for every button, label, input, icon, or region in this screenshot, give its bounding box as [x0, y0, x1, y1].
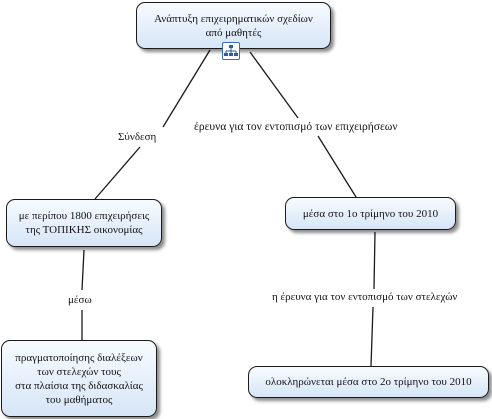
link-left-bottom [81, 249, 85, 291]
link-root-right-lower [317, 135, 357, 198]
link-root-left [162, 49, 211, 128]
node-businesses[interactable]: με περίπου 1800 επιχειρήσεις της ΤΟΠΙΚΗΣ… [6, 199, 162, 247]
node-first-quarter-line-1: μέσα στο 1ο τρίμηνο του 2010 [302, 207, 439, 220]
link-label-through: μέσω [66, 293, 94, 307]
node-lectures-line-2: των στελεχών τους [37, 365, 121, 378]
link-root-left-lower [94, 146, 141, 200]
link-label-executives-research: η έρευνα για τον εντοπισμό των στελεχών [270, 290, 460, 304]
link-label-business-research: έρευνα για τον εντοπισμό των επιχειρήσεω… [192, 120, 400, 134]
node-second-quarter-line-1: ολοκληρώνεται μέσα στο 2ο τρίμηνο του 20… [265, 376, 472, 388]
link-right-bottom-lower [370, 306, 374, 367]
link-right-bottom [373, 231, 376, 290]
node-lectures-line-1: πραγματοποίησης διαλέξεων [15, 351, 143, 364]
node-root-line-1: Ανάπτυξη επιχειρηματικών σχεδίων [154, 12, 313, 25]
link-label-connection: Σύνδεση [116, 130, 159, 144]
node-root-line-2: από μαθητές [205, 26, 262, 39]
node-root[interactable]: Ανάπτυξη επιχειρηματικών σχεδίων από μαθ… [136, 2, 331, 49]
hierarchy-icon[interactable] [222, 42, 240, 60]
node-first-quarter[interactable]: μέσα στο 1ο τρίμηνο του 2010 [285, 197, 456, 230]
node-second-quarter[interactable]: ολοκληρώνεται μέσα στο 2ο τρίμηνο του 20… [248, 366, 489, 398]
node-lectures[interactable]: πραγματοποίησης διαλέξεων των στελεχών τ… [1, 340, 157, 417]
link-root-right [249, 51, 299, 119]
node-businesses-line-1: με περίπου 1800 επιχειρήσεις [18, 210, 150, 222]
node-lectures-line-4: του μαθήματος [45, 393, 113, 406]
node-lectures-line-3: στα πλαίσια της διδασκαλίας [15, 379, 143, 392]
node-businesses-line-2: της ΤΟΠΙΚΗΣ οικονομίας [25, 224, 143, 236]
